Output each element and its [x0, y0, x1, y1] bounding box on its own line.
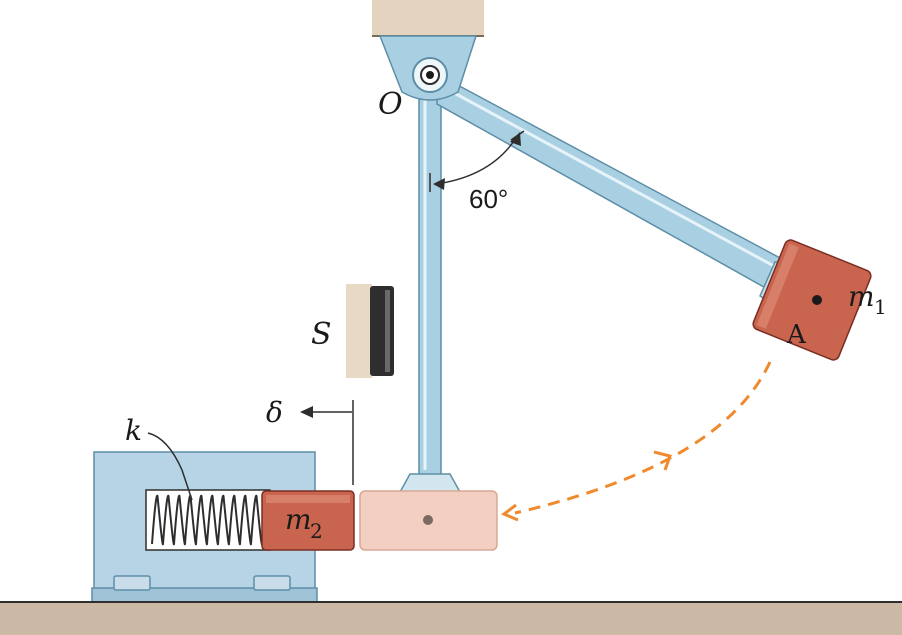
rod-base-flange — [398, 473, 462, 493]
spring-coil — [151, 494, 263, 546]
angle-arrowhead-left — [433, 178, 445, 190]
swing-arrowhead-end — [501, 503, 519, 522]
swing-arrowhead-mid — [653, 450, 672, 471]
label-spring: k — [125, 414, 142, 447]
swing-path — [514, 361, 772, 515]
label-mass1: m — [848, 280, 875, 313]
mass-m2 — [261, 490, 355, 551]
stop-wall — [346, 284, 372, 378]
label-displacement: δ — [266, 396, 283, 429]
ground — [0, 602, 902, 635]
stop-bar — [370, 286, 394, 376]
mass-m2-highlight — [266, 495, 350, 503]
label-angle: 60° — [469, 184, 508, 214]
angle-arc — [435, 134, 519, 185]
label-mass1-sub: 1 — [874, 295, 887, 319]
spring-leader — [147, 432, 193, 501]
displacement-arrowhead — [300, 406, 313, 418]
angle-arrowhead-right — [510, 132, 521, 146]
label-mass2: m — [285, 503, 312, 536]
label-point-a: A — [786, 320, 807, 350]
housing-bolt-right — [253, 575, 291, 591]
pivot-pin-center — [426, 71, 434, 79]
label-mass2-sub: 2 — [310, 519, 323, 543]
stop-bar-shade — [385, 290, 390, 372]
label-pivot: O — [378, 87, 403, 122]
label-stop: S — [311, 317, 332, 352]
vertical-rod — [418, 89, 442, 477]
ceiling-support — [372, 0, 484, 36]
ghost-mass-center — [423, 515, 433, 525]
housing-bolt-left — [113, 575, 151, 591]
mass-m1-center — [812, 295, 822, 305]
